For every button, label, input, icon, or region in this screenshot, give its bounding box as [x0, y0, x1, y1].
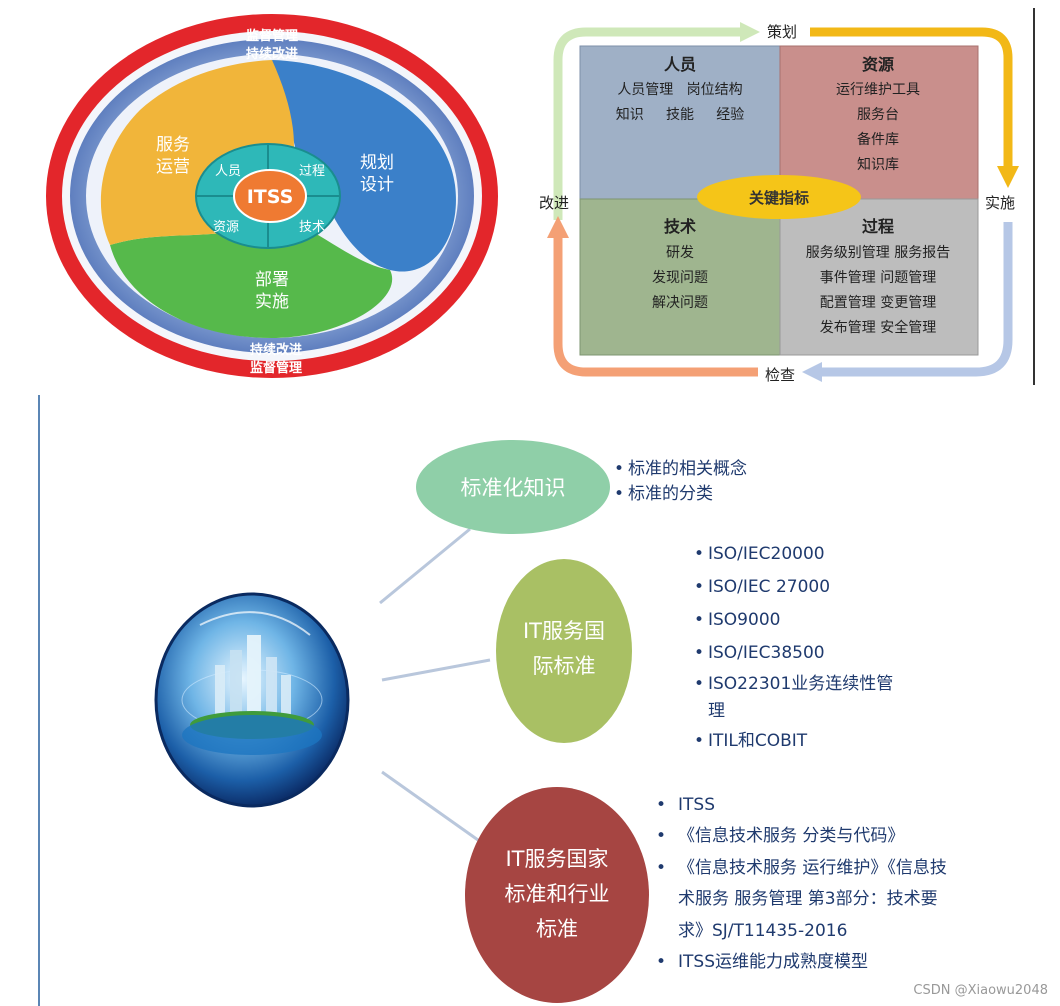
label-plan-1: 规划	[360, 153, 394, 173]
people-line-2: 知识 技能 经验	[616, 106, 745, 123]
pdca-matrix: 关键指标 策划 实施 检查 改进 人员 人员管理 岗位结构 知识 技能 经验 资…	[539, 8, 1035, 385]
node-national-standards-label-3: 标准	[536, 917, 578, 941]
label-operate-2: 运营	[156, 157, 190, 177]
list-item: 标准的相关概念	[614, 457, 854, 482]
process-line-1: 服务级别管理 服务报告	[806, 245, 950, 261]
kpi-label: 关键指标	[749, 189, 809, 207]
segment-deploy	[110, 225, 393, 338]
label-center: ITSS	[247, 186, 294, 208]
list-item: 《信息技术服务 运行维护》《信息技术服务 服务管理 第3部分：技术要求》SJ/T…	[656, 853, 948, 947]
label-check: 检查	[765, 366, 795, 384]
list-item: ITSS	[656, 790, 956, 822]
list-item: ITSS运维能力成熟度模型	[656, 947, 956, 979]
label-quad-people: 人员	[215, 164, 241, 179]
list-item: 标准的分类	[614, 482, 854, 507]
node-standard-knowledge-label: 标准化知识	[461, 476, 566, 500]
hub-center	[233, 169, 307, 223]
arrow-check-improve	[553, 236, 758, 377]
node-intl-standards	[496, 559, 632, 743]
label-outer-top: 监督管理	[246, 28, 298, 44]
list-standard-knowledge: 标准的相关概念 标准的分类	[614, 457, 854, 506]
connector-3	[381, 770, 479, 842]
resources-line-2: 服务台	[857, 107, 899, 123]
node-intl-standards-label-1: IT服务国	[523, 619, 605, 643]
arrow-implement-check	[820, 222, 1013, 377]
list-item: ISO/IEC 27000	[694, 571, 934, 604]
process-line-4: 发布管理 安全管理	[820, 319, 936, 336]
label-inner-bottom: 持续改进	[250, 342, 302, 358]
quad-people	[579, 45, 781, 200]
technology-title: 技术	[664, 217, 696, 236]
quad-process	[779, 198, 979, 356]
resources-line-4: 知识库	[857, 156, 899, 173]
label-deploy-1: 部署	[255, 270, 289, 290]
resources-line-3: 备件库	[857, 131, 899, 148]
people-title: 人员	[664, 55, 696, 74]
technology-line-1: 研发	[666, 245, 694, 261]
itss-wheel: 监督管理 持续改进 持续改进 监督管理 服务 运营 规划 设计 部署 实施 IT…	[46, 14, 498, 378]
quad-resources	[779, 45, 979, 200]
list-intl-standards: ISO/IEC20000 ISO/IEC 27000 ISO9000 ISO/I…	[694, 538, 934, 758]
label-quad-resource: 资源	[213, 220, 239, 235]
list-national-standards: ITSS 《信息技术服务 分类与代码》 《信息技术服务 运行维护》《信息技术服务…	[656, 790, 956, 979]
list-item: ITIL和COBIT	[694, 725, 934, 758]
people-line-1: 人员管理 岗位结构	[617, 82, 742, 98]
node-intl-standards-label-2: 际标准	[533, 654, 596, 678]
label-outer-bottom: 监督管理	[250, 360, 302, 376]
kpi-ellipse	[697, 175, 861, 219]
technology-line-3: 解决问题	[652, 295, 708, 311]
watermark: CSDN @Xiaowu2048	[913, 983, 1048, 998]
list-item: ISO9000	[694, 604, 934, 637]
list-item: ISO/IEC38500	[694, 637, 934, 670]
label-implement: 实施	[985, 194, 1015, 212]
globe-city-icon	[154, 592, 350, 808]
standards-map: 标准化知识 IT服务国 际标准 IT服务国家 标准和行业 标准	[154, 440, 649, 1003]
arrow-improve-plan	[553, 27, 742, 220]
label-quad-process: 过程	[299, 164, 325, 179]
label-plan: 策划	[767, 23, 797, 41]
node-national-standards	[465, 787, 649, 1003]
resources-line-1: 运行维护工具	[836, 82, 920, 98]
process-line-3: 配置管理 变更管理	[820, 295, 936, 311]
list-item: ISO22301业务连续性管理	[694, 671, 908, 725]
label-inner-top: 持续改进	[246, 46, 298, 62]
list-item: 《信息技术服务 分类与代码》	[656, 821, 956, 853]
label-plan-2: 设计	[360, 175, 394, 195]
connector-1	[379, 527, 471, 605]
process-title: 过程	[862, 217, 894, 236]
left-rule	[38, 395, 40, 1006]
label-deploy-2: 实施	[255, 292, 289, 312]
list-item: ISO/IEC20000	[694, 538, 934, 571]
node-national-standards-label-2: 标准和行业	[505, 882, 610, 906]
segment-plan	[272, 60, 456, 272]
node-national-standards-label-1: IT服务国家	[505, 847, 608, 871]
label-quad-tech: 技术	[299, 220, 325, 235]
resources-title: 资源	[862, 55, 894, 74]
quad-technology	[579, 198, 781, 356]
label-operate-1: 服务	[156, 135, 190, 155]
node-standard-knowledge	[416, 440, 610, 534]
connector-2	[381, 658, 491, 682]
label-improve: 改进	[539, 194, 569, 212]
arrow-plan-implement	[810, 27, 1013, 168]
technology-line-2: 发现问题	[652, 270, 708, 286]
process-line-2: 事件管理 问题管理	[820, 270, 936, 286]
